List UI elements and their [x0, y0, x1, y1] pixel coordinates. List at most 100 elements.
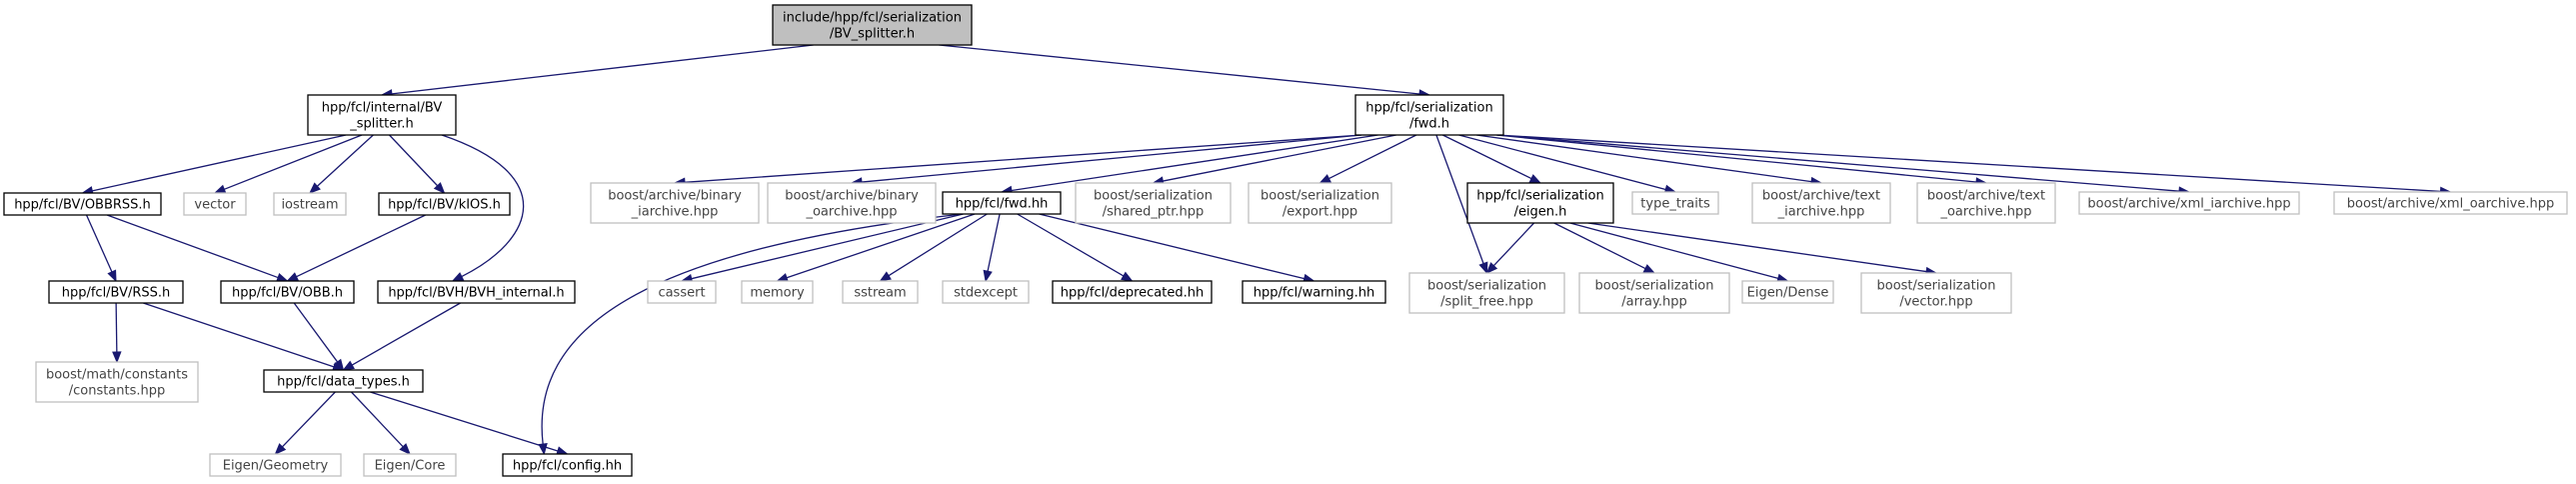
node-box — [942, 280, 1030, 304]
node-box — [48, 280, 184, 304]
node-label: _iarchive.hpp — [631, 205, 719, 220]
node-box — [842, 280, 919, 304]
node-stdexcept[interactable]: stdexcept — [942, 280, 1030, 304]
node-box — [1354, 94, 1504, 136]
node-label: memory — [750, 286, 805, 301]
node-vector[interactable]: vector — [183, 192, 247, 216]
node-box — [942, 191, 1062, 215]
node-label: hpp/fcl/config.hh — [513, 459, 622, 474]
node-label: type_traits — [1640, 197, 1710, 212]
node-text-iarchive[interactable]: boost/archive/text_iarchive.hpp — [1751, 182, 1891, 224]
node-label: hpp/fcl/warning.hh — [1254, 286, 1375, 301]
node-box — [273, 192, 347, 216]
node-label: hpp/fcl/fwd.hh — [956, 197, 1049, 212]
edge-data-types-to-config — [370, 391, 569, 456]
node-label: hpp/fcl/BV/OBB.h — [232, 286, 343, 301]
node-xml-iarchive[interactable]: boost/archive/xml_iarchive.hpp — [2078, 191, 2300, 215]
node-label: _iarchive.hpp — [1777, 205, 1865, 220]
node-box — [363, 453, 457, 477]
node-warning[interactable]: hpp/fcl/warning.hh — [1242, 280, 1386, 304]
node-label: hpp/fcl/BV/OBBRSS.h — [14, 198, 151, 213]
node-split-free[interactable]: boost/serialization/split_free.hpp — [1408, 272, 1565, 314]
node-label: boost/archive/xml_oarchive.hpp — [2347, 197, 2555, 212]
edge-fcl-fwd-to-cassert — [680, 213, 964, 284]
node-obb[interactable]: hpp/fcl/BV/OBB.h — [220, 280, 355, 304]
node-cassert[interactable]: cassert — [647, 280, 717, 304]
node-iostream[interactable]: iostream — [273, 192, 347, 216]
node-box — [772, 4, 973, 46]
node-label: boost/archive/binary — [608, 189, 742, 204]
node-box — [590, 182, 760, 224]
node-box — [3, 192, 162, 216]
node-eigen-core[interactable]: Eigen/Core — [363, 453, 457, 477]
node-box — [1075, 182, 1232, 224]
node-label: Eigen/Geometry — [223, 459, 329, 474]
node-fcl-fwd[interactable]: hpp/fcl/fwd.hh — [942, 191, 1062, 215]
edge-fcl-fwd-to-sstream — [879, 213, 988, 282]
edge-obbrss-to-rss — [85, 214, 117, 283]
edge-serialization-eigen-to-serialization-vector — [1587, 222, 1938, 277]
node-label: /fwd.h — [1409, 117, 1449, 132]
edge-rss-to-data-types — [143, 302, 345, 372]
node-config[interactable]: hpp/fcl/config.hh — [502, 453, 633, 477]
node-label: boost/archive/text — [1762, 189, 1880, 204]
node-type-traits[interactable]: type_traits — [1631, 191, 1719, 215]
node-text-oarchive[interactable]: boost/archive/text_oarchive.hpp — [1916, 182, 2056, 224]
node-label: stdexcept — [954, 286, 1018, 301]
node-math-constants[interactable]: boost/math/constants/constants.hpp — [35, 361, 199, 403]
node-label: include/hpp/fcl/serialization — [783, 11, 962, 26]
node-kios[interactable]: hpp/fcl/BV/kIOS.h — [378, 192, 511, 216]
node-box — [307, 94, 457, 136]
node-eigen-geometry[interactable]: Eigen/Geometry — [209, 453, 342, 477]
node-xml-oarchive[interactable]: boost/archive/xml_oarchive.hpp — [2333, 191, 2568, 215]
node-binary-iarchive[interactable]: boost/archive/binary_iarchive.hpp — [590, 182, 760, 224]
node-box — [35, 361, 199, 403]
node-rss[interactable]: hpp/fcl/BV/RSS.h — [48, 280, 184, 304]
node-array[interactable]: boost/serialization/array.hpp — [1578, 272, 1730, 314]
node-box — [647, 280, 717, 304]
node-box — [263, 369, 424, 393]
edge-root-to-internal-bv-splitter — [380, 44, 814, 99]
node-label: /eigen.h — [1514, 205, 1567, 220]
node-box — [378, 192, 511, 216]
node-label: boost/serialization — [1594, 279, 1713, 294]
node-box — [741, 280, 814, 304]
edge-serialization-fwd-to-text-iarchive — [1475, 134, 1823, 187]
node-serialization-vector[interactable]: boost/serialization/vector.hpp — [1860, 272, 2012, 314]
node-label: _splitter.h — [349, 117, 413, 132]
node-binary-oarchive[interactable]: boost/archive/binary_oarchive.hpp — [767, 182, 937, 224]
node-memory[interactable]: memory — [741, 280, 814, 304]
node-label: vector — [194, 198, 236, 213]
node-shared-ptr[interactable]: boost/serialization/shared_ptr.hpp — [1075, 182, 1232, 224]
edge-data-types-to-eigen-geometry — [274, 391, 336, 455]
node-label: hpp/fcl/BV/kIOS.h — [388, 198, 501, 213]
node-box — [1631, 191, 1719, 215]
node-label: /constants.hpp — [69, 384, 166, 399]
node-label: boost/math/constants — [46, 368, 188, 383]
edge-root-to-serialization-fwd — [939, 44, 1431, 99]
node-sstream[interactable]: sstream — [842, 280, 919, 304]
node-serialization-eigen[interactable]: hpp/fcl/serialization/eigen.h — [1466, 182, 1614, 224]
edge-serialization-fwd-to-serialization-eigen — [1442, 134, 1542, 184]
node-label: Eigen/Dense — [1747, 286, 1829, 301]
edge-obbrss-to-obb — [106, 214, 289, 282]
node-label: boost/serialization — [1427, 279, 1546, 294]
node-export[interactable]: boost/serialization/export.hpp — [1248, 182, 1392, 224]
node-data-types[interactable]: hpp/fcl/data_types.h — [263, 369, 424, 393]
node-label: hpp/fcl/BVH/BVH_internal.h — [388, 286, 564, 301]
edge-serialization-eigen-to-split-free — [1485, 222, 1535, 274]
node-eigen-dense[interactable]: Eigen/Dense — [1741, 280, 1834, 304]
edge-internal-bv-splitter-to-obbrss — [81, 134, 347, 196]
node-serialization-fwd[interactable]: hpp/fcl/serialization/fwd.h — [1354, 94, 1504, 136]
node-label: boost/serialization — [1094, 189, 1213, 204]
node-internal-bv-splitter[interactable]: hpp/fcl/internal/BV_splitter.h — [307, 94, 457, 136]
node-deprecated[interactable]: hpp/fcl/deprecated.hh — [1052, 280, 1213, 304]
node-root[interactable]: include/hpp/fcl/serialization/BV_splitte… — [772, 4, 973, 46]
edge-internal-bv-splitter-to-iostream — [309, 134, 374, 194]
node-label: /export.hpp — [1283, 205, 1357, 220]
node-obbrss[interactable]: hpp/fcl/BV/OBBRSS.h — [3, 192, 162, 216]
node-box — [1578, 272, 1730, 314]
node-bvh-internal[interactable]: hpp/fcl/BVH/BVH_internal.h — [377, 280, 576, 304]
node-box — [1242, 280, 1386, 304]
